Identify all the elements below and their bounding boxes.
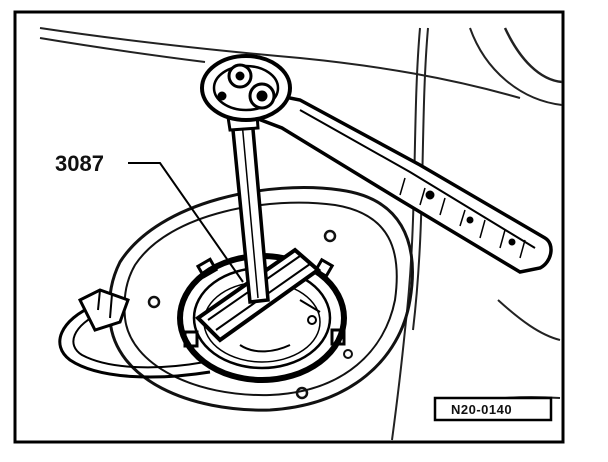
- flange-housing: [108, 186, 414, 412]
- background-body-panel: [39, 27, 563, 441]
- callout-leader-line: [128, 162, 244, 283]
- part-number-label: 3087: [55, 151, 104, 176]
- figure-reference-text: N20-0140: [451, 402, 512, 417]
- figure-reference-box: N20-0140: [433, 396, 553, 422]
- fuel-hose: [58, 288, 211, 379]
- ratchet-wrench: [200, 54, 553, 274]
